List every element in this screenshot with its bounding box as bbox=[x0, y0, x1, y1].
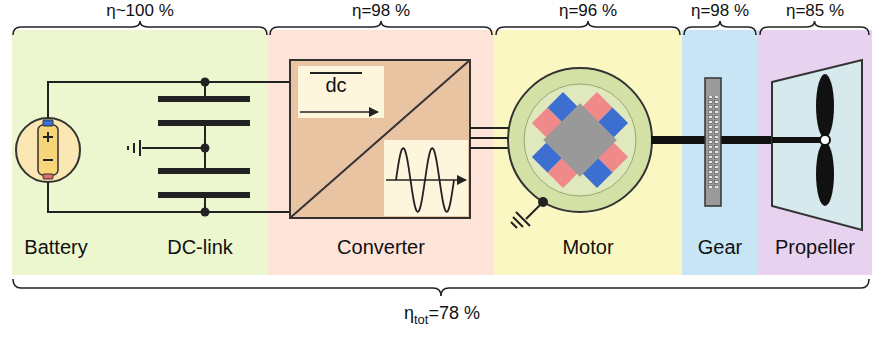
converter-band: Converter dc bbox=[268, 30, 494, 275]
part-name: Gear bbox=[698, 236, 742, 259]
part-name: Motor bbox=[562, 236, 613, 259]
efficiency-brace bbox=[13, 21, 869, 296]
efficiency-label: η=98 % bbox=[691, 1, 749, 21]
phase-wire bbox=[470, 128, 512, 148]
dc-wire bbox=[48, 82, 290, 212]
shaft bbox=[651, 140, 822, 141]
motor-drawing bbox=[508, 68, 652, 228]
battery-dc-link-band: Battery DC-link bbox=[12, 30, 268, 275]
converter-box-drawing bbox=[290, 60, 470, 218]
gear-drawing bbox=[705, 78, 721, 206]
efficiency-label: η~100 % bbox=[106, 1, 174, 21]
part-name: Propeller bbox=[775, 236, 855, 259]
efficiency-label: η=96 % bbox=[559, 1, 617, 21]
motor-band: Motor bbox=[494, 30, 682, 275]
efficiency-label: η bbox=[404, 303, 414, 323]
battery-symbol bbox=[16, 118, 80, 182]
total-efficiency-label: ηtot=78 % bbox=[404, 303, 480, 328]
part-name: Converter bbox=[337, 236, 425, 259]
converter-box: dc bbox=[290, 60, 470, 218]
efficiency-label: η=85 % bbox=[786, 1, 844, 21]
propeller-band: Propeller bbox=[758, 30, 872, 275]
efficiency-label: η=98 % bbox=[352, 1, 410, 21]
subscript: tot bbox=[414, 312, 428, 327]
efficiency-label: =78 % bbox=[428, 303, 480, 323]
part-name: DC-link bbox=[167, 236, 233, 259]
signal-label: dc bbox=[325, 74, 346, 97]
dc-link-capacitor bbox=[158, 78, 250, 217]
part-name: Battery bbox=[24, 236, 87, 259]
gear-band: Gear bbox=[682, 30, 758, 275]
propeller-drawing bbox=[772, 60, 862, 230]
